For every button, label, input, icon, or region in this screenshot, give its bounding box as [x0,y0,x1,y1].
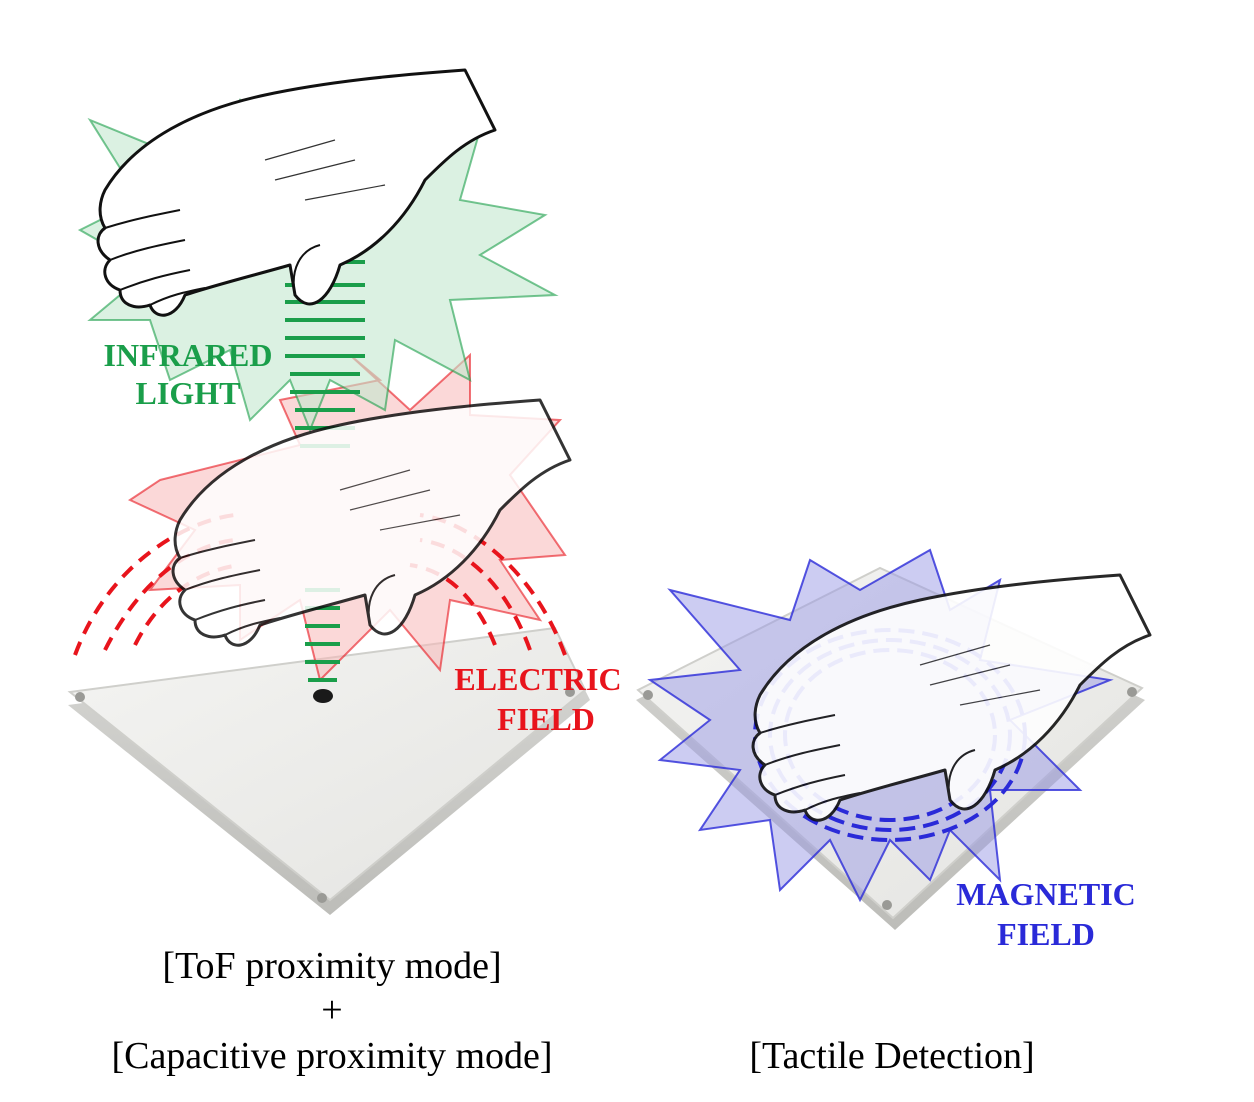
infrared-label-line2: LIGHT [136,375,241,411]
magnetic-label-line2: FIELD [997,916,1095,952]
caption-tof-mode: [ToF proximity mode] [162,945,501,987]
caption-capacitive-mode: [Capacitive proximity mode] [111,1035,552,1077]
magnetic-label-line1: MAGNETIC [956,876,1136,912]
caption-plus: + [321,989,342,1031]
caption-tactile-detection: [Tactile Detection] [749,1035,1034,1077]
infrared-label-line1: INFRARED [104,337,273,373]
left-sensor-panel [67,626,590,915]
electric-label-line2: FIELD [497,701,595,737]
sensor-window [313,689,333,703]
electric-label-line1: ELECTRIC [454,661,621,697]
